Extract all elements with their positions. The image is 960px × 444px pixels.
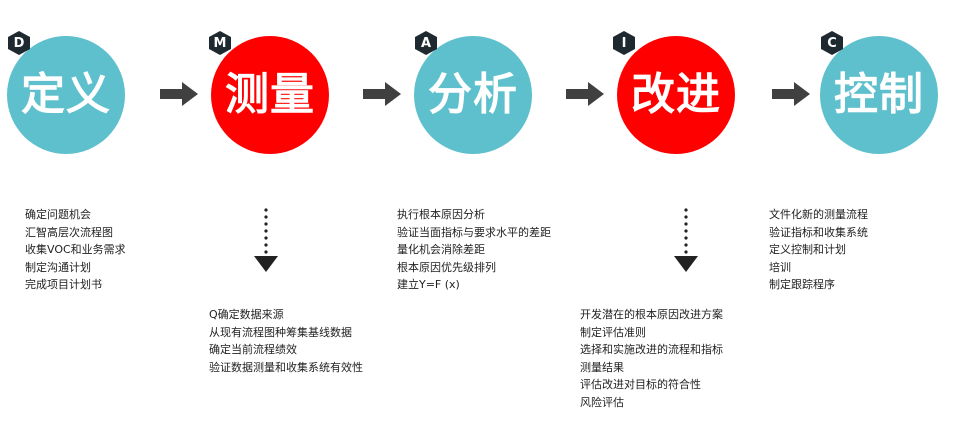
step-title-control: 控制 [834, 69, 924, 120]
hexagon-icon [415, 31, 437, 55]
list-item: 从现有流程图种筹集基线数据 [209, 325, 352, 339]
step-badge-improve: I [611, 30, 637, 56]
hexagon-icon [613, 31, 635, 55]
analyze-task-list: 执行根本原因分析 验证当面指标与要求水平的差距 量化机会消除差距 根本原因优先级… [397, 206, 551, 294]
step-title-define: 定义 [21, 69, 111, 120]
step-letter-analyze: A [420, 35, 432, 51]
step-letter-control: C [827, 35, 837, 51]
improve-task-list: 开发潜在的根本原因改进方案 制定评估准则 选择和实施改进的流程和指标 测量结果 … [580, 306, 723, 411]
list-item: 确定当前流程绩效 [209, 343, 297, 356]
step-circle-control: 控制 [820, 36, 938, 154]
step-badge-measure: M [207, 30, 233, 56]
step-letter-define: D [13, 35, 25, 51]
list-item: 收集VOC和业务需求 [25, 243, 126, 256]
arrow-right-icon [772, 82, 810, 106]
hexagon-icon [209, 31, 231, 55]
step-badge-control: C [819, 30, 845, 56]
arrow-right-icon [566, 82, 604, 106]
list-item: 开发潜在的根本原因改进方案 [580, 308, 723, 321]
list-item: 制定跟踪程序 [769, 278, 835, 291]
list-item: 执行根本原因分析 [397, 208, 485, 221]
step-letter-measure: M [213, 35, 227, 51]
list-item: 验证当面指标与要求水平的差距 [397, 225, 551, 239]
measure-task-list: Q确定数据来源 从现有流程图种筹集基线数据 确定当前流程绩效 验证数据测量和收集… [209, 306, 363, 376]
list-item: 验证数据测量和收集系统有效性 [209, 360, 363, 374]
hexagon-icon [8, 31, 30, 55]
list-item: 风险评估 [580, 395, 624, 409]
control-task-list: 文件化新的测量流程 验证指标和收集系统 定义控制和计划 培训 制定跟踪程序 [769, 206, 868, 294]
step-title-analyze: 分析 [428, 69, 518, 120]
step-circle-improve: 改进 [617, 36, 735, 154]
list-item: 量化机会消除差距 [397, 243, 485, 256]
hexagon-icon [821, 31, 843, 55]
step-title-improve: 改进 [631, 69, 721, 120]
list-item: 选择和实施改进的流程和指标 [580, 343, 723, 356]
list-item: 制定评估准则 [580, 325, 646, 339]
step-circle-analyze: 分析 [414, 36, 532, 154]
step-circle-measure: 测量 [211, 36, 329, 154]
dotted-arrow-down-icon [254, 208, 278, 272]
dotted-arrow-down-icon [674, 208, 698, 272]
list-item: 建立Y=F (x) [397, 278, 460, 291]
list-item: 根本原因优先级排列 [397, 260, 496, 274]
list-item: 文件化新的测量流程 [769, 208, 868, 221]
list-item: 制定沟通计划 [25, 260, 91, 274]
list-item: 验证指标和收集系统 [769, 225, 868, 239]
list-item: Q确定数据来源 [209, 308, 284, 321]
list-item: 定义控制和计划 [769, 243, 846, 256]
list-item: 完成项目计划书 [25, 278, 102, 291]
arrow-right-icon [363, 82, 401, 106]
step-title-measure: 测量 [225, 69, 315, 120]
list-item: 确定问题机会 [25, 208, 91, 221]
list-item: 评估改进对目标的符合性 [580, 378, 701, 391]
list-item: 测量结果 [580, 360, 624, 374]
arrow-right-icon [160, 82, 198, 106]
step-badge-define: D [6, 30, 32, 56]
step-circle-define: 定义 [7, 36, 125, 154]
define-task-list: 确定问题机会 汇智高层次流程图 收集VOC和业务需求 制定沟通计划 完成项目计划… [25, 206, 126, 294]
step-badge-analyze: A [413, 30, 439, 56]
list-item: 汇智高层次流程图 [25, 225, 113, 239]
step-letter-improve: I [621, 35, 627, 51]
list-item: 培训 [769, 260, 791, 274]
